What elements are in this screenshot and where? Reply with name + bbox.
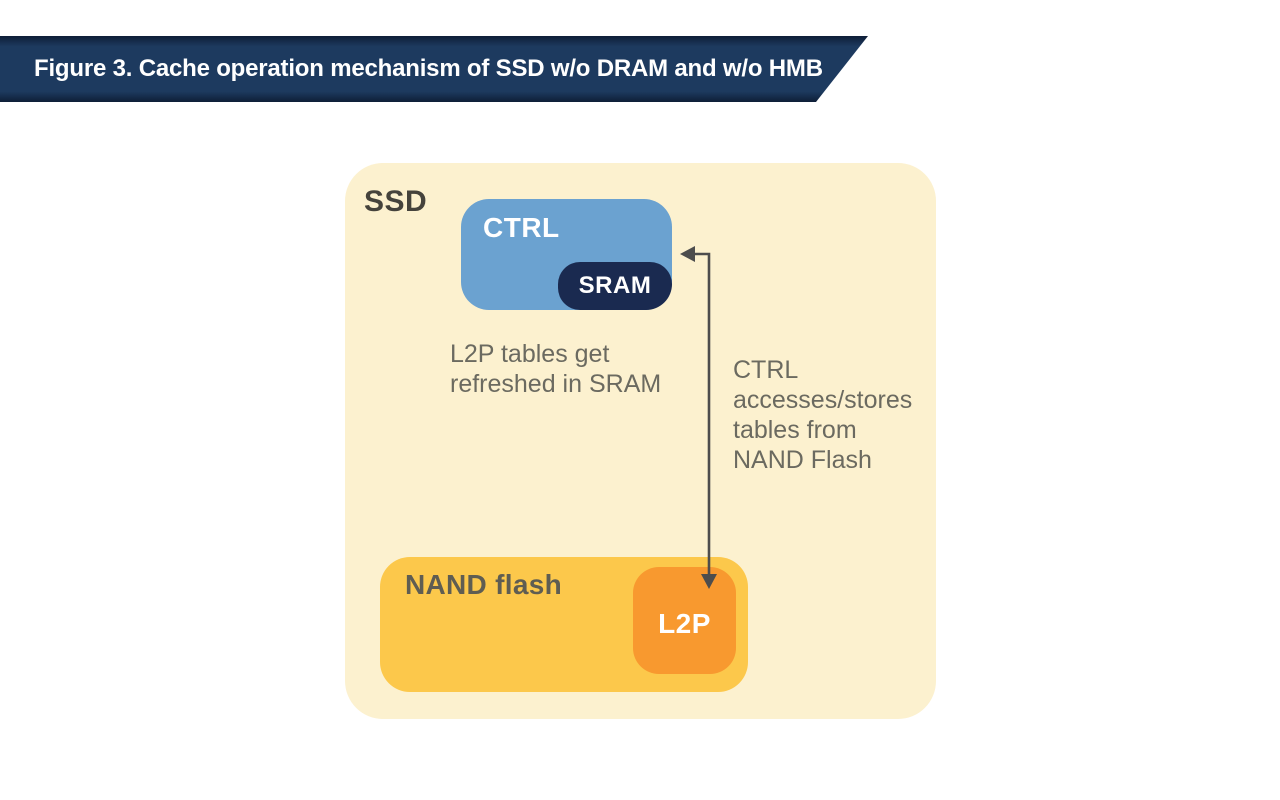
figure-title-banner: Figure 3. Cache operation mechanism of S…: [0, 36, 868, 102]
bidirectional-arrow-icon: [680, 246, 717, 589]
nand-flash-box: NAND flash L2P: [380, 557, 748, 692]
sram-box: SRAM: [558, 262, 672, 310]
ssd-label: SSD: [364, 185, 428, 218]
ctrl-box: CTRL SRAM: [461, 199, 672, 310]
ssd-container: SSD CTRL SRAM L2P tables get refreshed i…: [345, 163, 936, 719]
ctrl-label: CTRL: [483, 212, 560, 243]
nand-flash-label: NAND flash: [405, 569, 563, 600]
sram-label: SRAM: [578, 272, 652, 299]
l2p-label: L2P: [658, 607, 711, 639]
figure-title: Figure 3. Cache operation mechanism of S…: [34, 55, 823, 82]
note-l2p-refresh: L2P tables get refreshed in SRAM: [450, 340, 662, 398]
note-ctrl-access: CTRL accesses/stores tables from NAND Fl…: [733, 356, 913, 474]
l2p-box: L2P: [633, 567, 736, 674]
